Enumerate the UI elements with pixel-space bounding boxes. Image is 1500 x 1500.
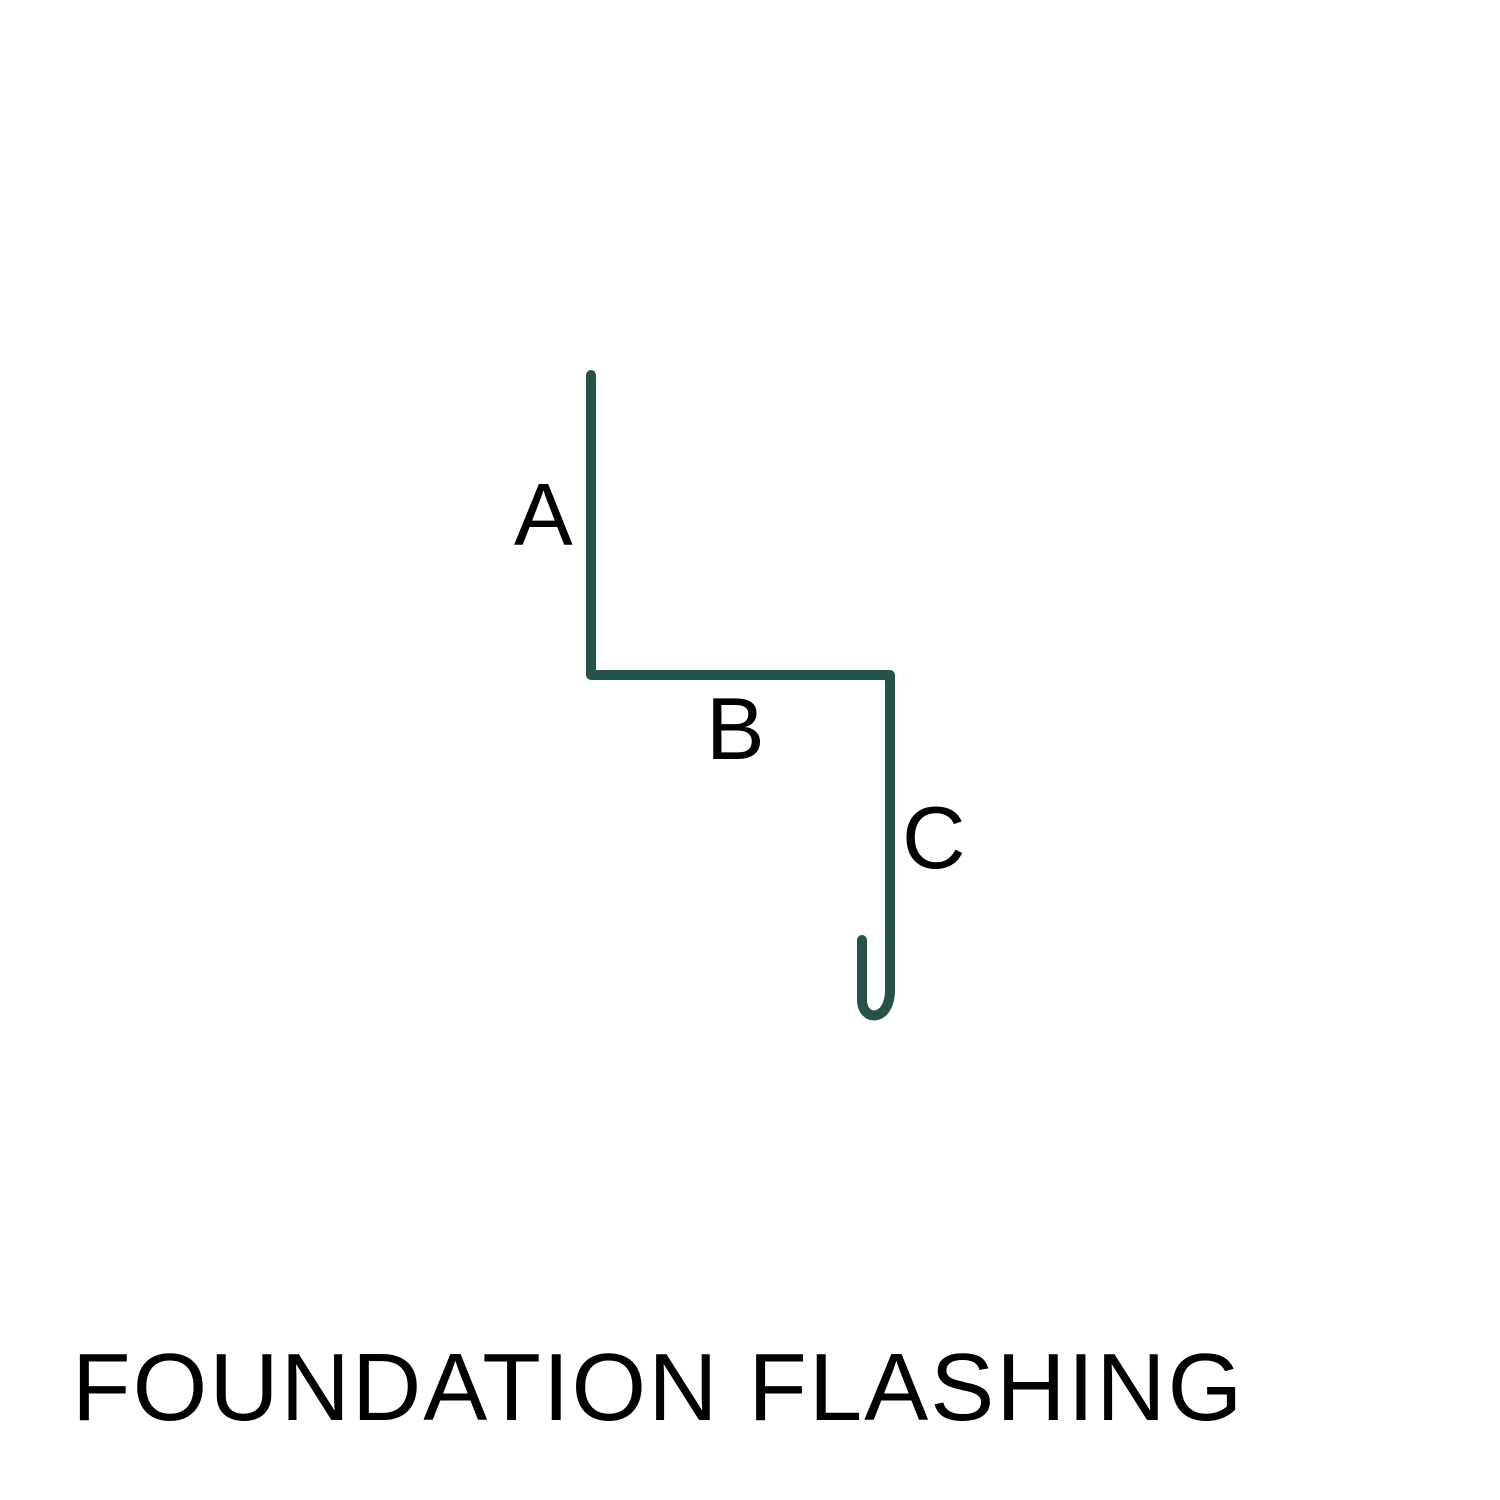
segment-label-c: C bbox=[902, 788, 966, 887]
flashing-profile-line bbox=[586, 370, 895, 1021]
segment-label-b: B bbox=[706, 679, 765, 778]
segment-label-a: A bbox=[514, 465, 573, 564]
diagram-title: FOUNDATION FLASHING bbox=[72, 1334, 1245, 1441]
